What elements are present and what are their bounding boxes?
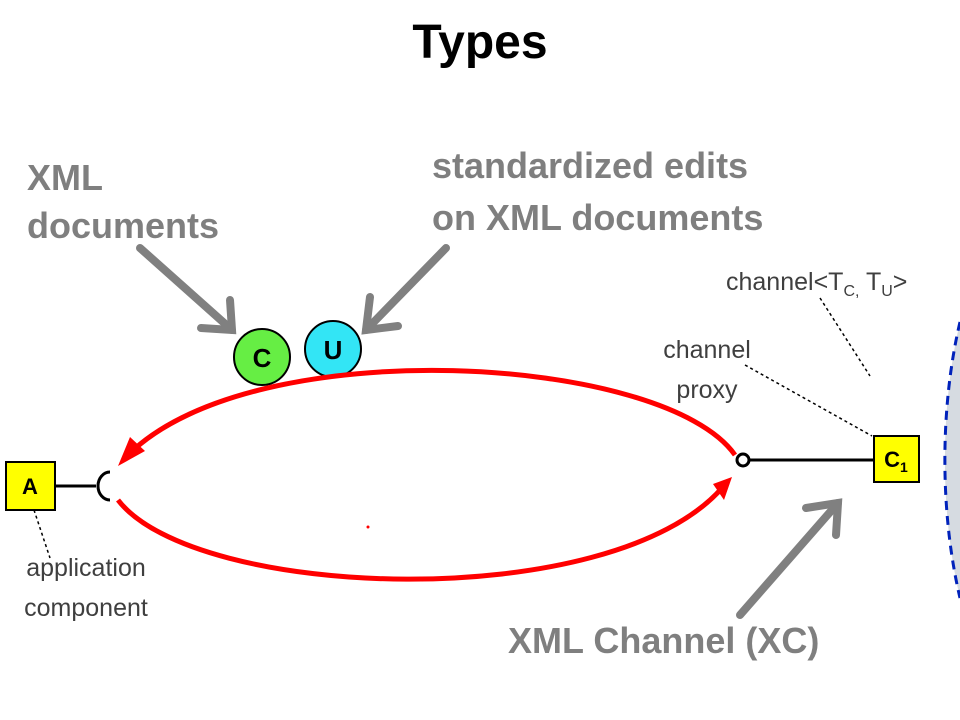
channel-proxy-box <box>873 435 920 483</box>
application-component-label: application <box>26 554 146 582</box>
standardized-edits-label: standardized edits <box>432 145 748 186</box>
channel-proxy-label-line2: proxy <box>676 376 738 404</box>
channel-proxy-label: channel <box>663 336 751 364</box>
channel-proxy-port <box>735 452 751 468</box>
standardized-edits-pointer-arrow <box>361 244 450 335</box>
standardized-edits-label-line2: on XML documents <box>432 197 763 238</box>
application-component-letter: A <box>22 474 38 499</box>
update-type-letter: U <box>324 335 343 365</box>
xml-channel-border <box>943 321 960 599</box>
page-title: Types <box>412 16 547 69</box>
update-type-circle-u: U <box>304 320 362 378</box>
upper-arc-arrow <box>126 367 738 457</box>
channel-type-leader-line <box>819 297 871 377</box>
xml-documents-label: XML <box>27 157 103 198</box>
application-component-box <box>5 461 56 511</box>
communication-arcs <box>116 367 738 582</box>
application-component-label-line2: component <box>24 594 148 622</box>
xml-channel-pointer-arrow <box>736 498 843 619</box>
application-component-leader-line <box>33 509 51 559</box>
upper-arc-arrowhead <box>118 437 145 466</box>
red-dot <box>366 525 370 529</box>
lower-arc-arrow <box>116 486 724 582</box>
lower-arc-arrowhead <box>713 477 732 500</box>
channel-proxy-box-label: C1 <box>884 447 908 475</box>
content-type-circle-c: C <box>233 328 291 386</box>
content-type-letter: C <box>253 343 272 373</box>
xml-channel-label: XML Channel (XC) <box>508 620 819 661</box>
channel-type-label: channel<TC, TU> <box>726 268 907 300</box>
xml-documents-label-line2: documents <box>27 205 219 246</box>
xml-documents-pointer-arrow <box>136 244 237 335</box>
xml-channel-region <box>944 322 960 598</box>
application-socket <box>96 470 111 502</box>
channel-proxy-leader-line <box>744 364 873 437</box>
